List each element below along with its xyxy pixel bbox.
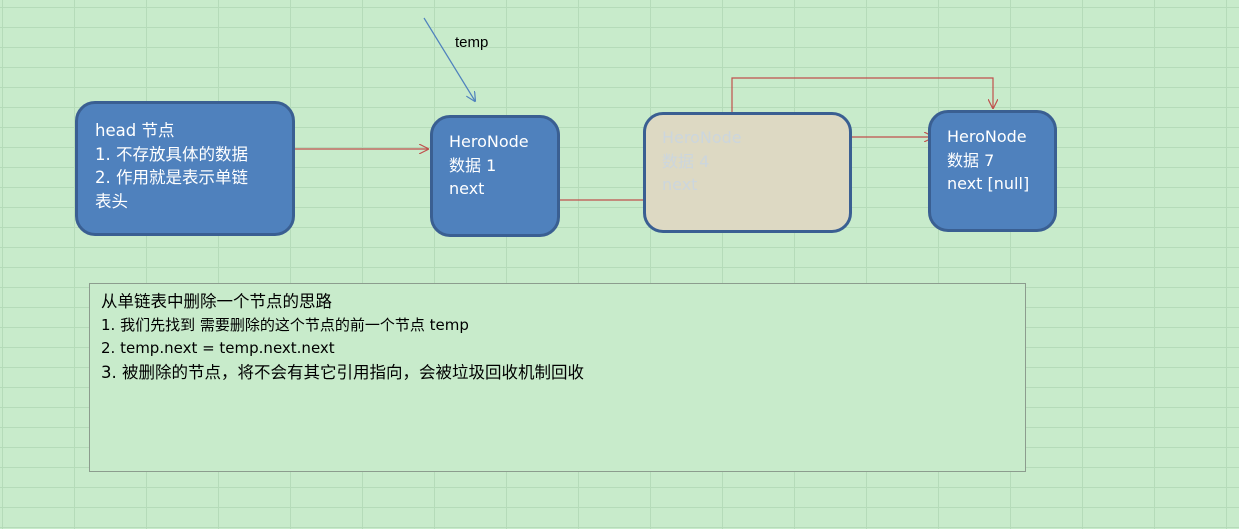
temp-pointer-arrow (423, 17, 475, 101)
head-node-note-2: 2. 作用就是表示单链 (95, 168, 248, 187)
node-4-type: HeroNode (662, 128, 742, 147)
hero-node-7: HeroNode 数据 7 next [null] (928, 110, 1057, 232)
temp-pointer-label: temp (455, 34, 489, 51)
desc-step-1: 1. 我们先找到 需要删除的这个节点的前一个节点 temp (101, 315, 469, 334)
head-node-title: head 节点 (95, 121, 175, 140)
desc-step-3: 3. 被删除的节点，将不会有其它引用指向，会被垃圾回收机制回收 (101, 362, 584, 382)
node-1-next: next (449, 179, 485, 198)
node-1-data: 数据 1 (449, 155, 497, 175)
node-4-next: next (662, 175, 698, 194)
head-node: head 节点 1. 不存放具体的数据 2. 作用就是表示单链 表头 (75, 101, 295, 236)
node-4-data: 数据 4 (662, 151, 710, 171)
node-7-data: 数据 7 (947, 150, 995, 170)
node-7-type: HeroNode (947, 127, 1027, 146)
node-1-type: HeroNode (449, 132, 529, 151)
head-node-note-1: 1. 不存放具体的数据 (95, 144, 248, 164)
desc-step-2: 2. temp.next = temp.next.next (101, 339, 335, 357)
head-node-note-3: 表头 (95, 191, 128, 211)
node-7-next: next [null] (947, 174, 1030, 193)
hero-node-4-deleted: HeroNode 数据 4 next (643, 112, 852, 233)
deletion-steps-textbox: 从单链表中删除一个节点的思路 1. 我们先找到 需要删除的这个节点的前一个节点 … (89, 283, 1026, 472)
desc-title: 从单链表中删除一个节点的思路 (101, 292, 332, 311)
hero-node-1: HeroNode 数据 1 next (430, 115, 560, 237)
